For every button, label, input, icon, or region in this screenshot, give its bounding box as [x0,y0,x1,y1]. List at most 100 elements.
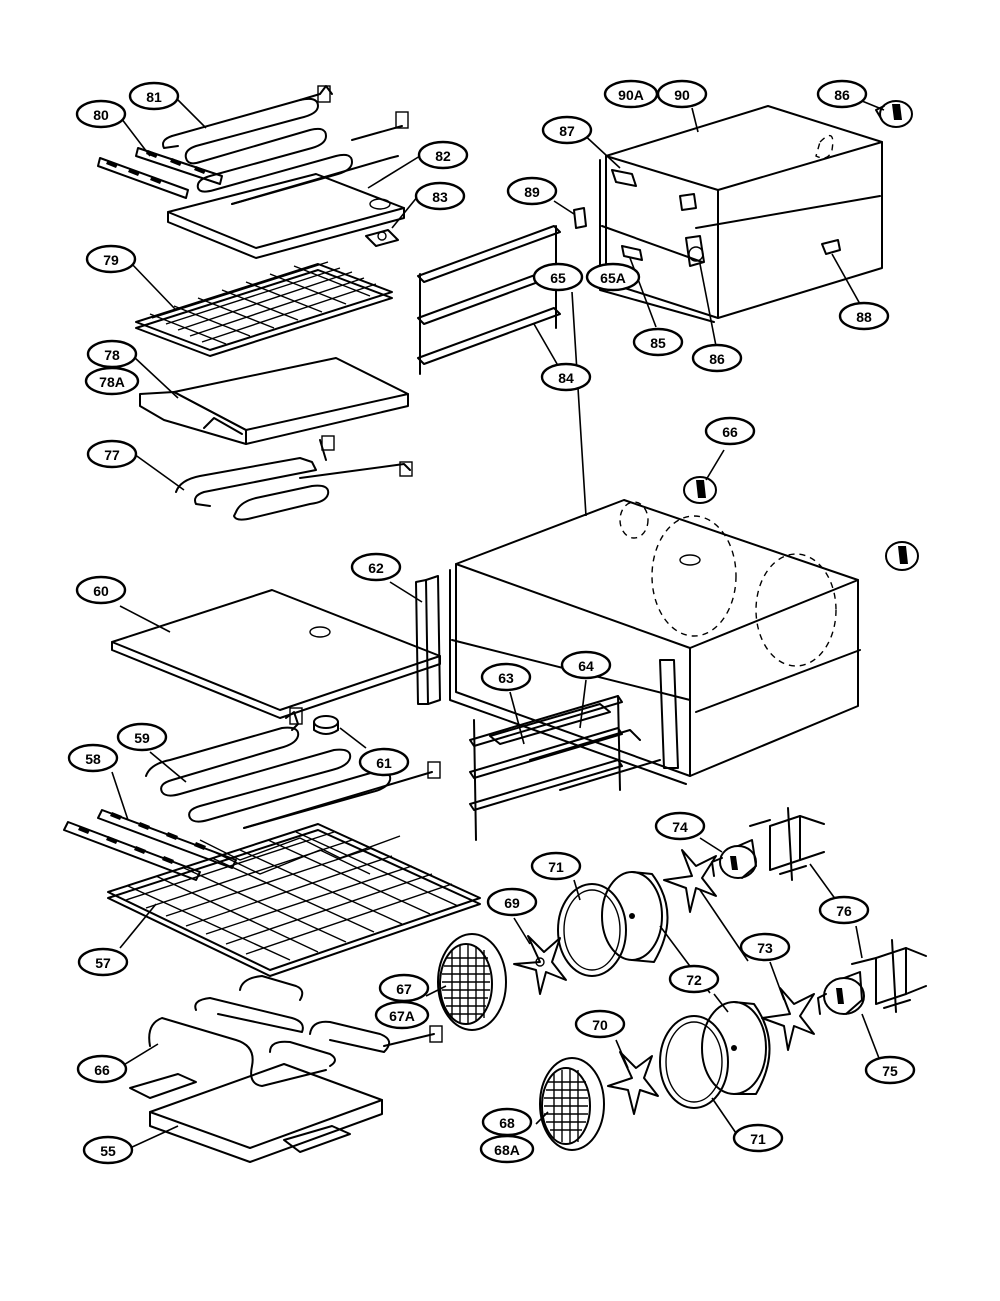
callout-55: 55 [82,1135,134,1165]
svg-text:82: 82 [435,148,451,164]
callout-65: 65 [532,262,584,292]
svg-text:77: 77 [104,447,120,463]
broil-pan [139,357,409,445]
svg-text:67A: 67A [389,1008,415,1024]
callout-68: 68 [481,1107,533,1137]
lower-side-rails [63,809,237,881]
part-61 [313,715,339,735]
fan-motor-75 [817,971,865,1015]
callout-74: 74 [654,811,706,841]
svg-text:80: 80 [93,107,109,123]
lower-oven-cavity [449,499,861,785]
svg-text:85: 85 [650,335,666,351]
svg-text:79: 79 [103,252,119,268]
top-knob-86 [875,100,913,128]
svg-text:78: 78 [104,347,120,363]
callout-72: 72 [668,964,720,994]
svg-text:87: 87 [559,123,575,139]
svg-text:67: 67 [396,981,412,997]
svg-text:76: 76 [836,903,852,919]
callout-77: 77 [86,439,138,469]
svg-text:71: 71 [750,1131,766,1147]
clip-89 [573,207,587,229]
fan-motor-74 [711,839,757,879]
small-bracket [365,229,399,247]
lower-element-66 [148,975,443,1087]
svg-text:65: 65 [550,270,566,286]
callout-65A: 65A [585,262,641,292]
callout-79: 79 [85,244,137,274]
upper-rack-supports [417,225,561,375]
svg-text:59: 59 [134,730,150,746]
callout-66-bottom: 66 [76,1054,128,1084]
fan-gasket-71-lower [659,1015,729,1109]
svg-text:62: 62 [368,560,384,576]
callout-85: 85 [632,327,684,357]
lower-oven-rack [107,823,481,977]
callout-61: 61 [358,747,410,777]
callout-83: 83 [414,181,466,211]
callout-87: 87 [541,115,593,145]
svg-text:69: 69 [504,895,520,911]
svg-text:71: 71 [548,859,564,875]
callout-60: 60 [75,575,127,605]
svg-text:72: 72 [686,972,702,988]
svg-text:57: 57 [95,955,111,971]
svg-text:90A: 90A [618,87,644,103]
svg-text:58: 58 [85,751,101,767]
fan-blade-73-lower [761,987,815,1051]
svg-text:78A: 78A [99,374,125,390]
svg-text:64: 64 [578,658,594,674]
svg-text:83: 83 [432,189,448,205]
upper-oven-rack [135,261,393,357]
upper-oven-cavity [599,105,883,323]
svg-text:60: 60 [93,583,109,599]
callout-89: 89 [506,176,558,206]
svg-text:63: 63 [498,670,514,686]
callout-71-upper: 71 [530,851,582,881]
callout-64: 64 [560,650,612,680]
svg-text:88: 88 [856,309,872,325]
svg-text:61: 61 [376,755,392,771]
callout-67: 67 [378,973,430,1003]
svg-text:68A: 68A [494,1142,520,1158]
svg-text:86: 86 [834,87,850,103]
broil-element [175,435,413,521]
fan-blade-73-upper [663,849,717,913]
side-knob [885,541,919,571]
svg-text:89: 89 [524,184,540,200]
callout-69: 69 [486,887,538,917]
svg-text:74: 74 [672,819,688,835]
oven-bottom-panel [111,589,441,719]
svg-text:66: 66 [722,424,738,440]
svg-text:66: 66 [94,1062,110,1078]
svg-text:90: 90 [674,87,690,103]
svg-text:70: 70 [592,1017,608,1033]
callout-90A: 90A [603,79,659,109]
callout-63: 63 [480,662,532,692]
callout-90: 90 [656,79,708,109]
side-rails [97,147,223,199]
callout-62: 62 [350,552,402,582]
callout-68A: 68A [479,1134,535,1164]
svg-text:81: 81 [146,89,162,105]
callout-82: 82 [417,140,469,170]
callout-75: 75 [864,1055,916,1085]
fan-blade-69 [513,935,567,995]
callout-71-lower: 71 [732,1123,784,1153]
drip-tray [129,1063,383,1163]
upper-bake-element [162,85,409,205]
svg-text:68: 68 [499,1115,515,1131]
lower-rack-supports [469,695,661,841]
callout-67A: 67A [374,1000,430,1030]
callout-81: 81 [128,81,180,111]
knob-66-upper [683,476,717,504]
leader-lines [111,97,885,1149]
fan-baffle-lower [701,1001,771,1095]
callout-88: 88 [838,301,890,331]
callout-78: 78 [86,339,138,369]
svg-text:65A: 65A [600,270,626,286]
callout-58: 58 [67,743,119,773]
inner-top-panel [167,173,405,259]
